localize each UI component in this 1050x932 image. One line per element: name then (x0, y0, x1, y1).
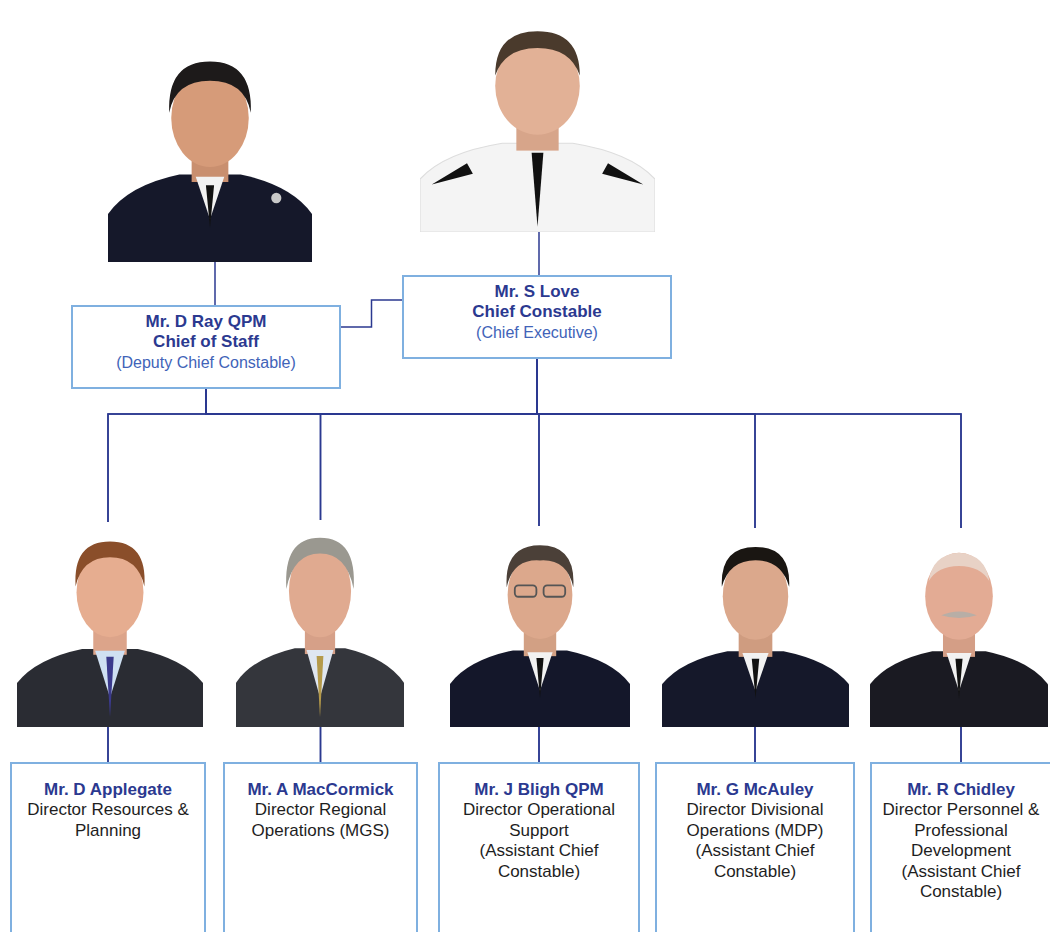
role-text: (Assistant Chief Constable) (880, 862, 1042, 903)
photo-leader (538, 230, 540, 276)
executive-box: Mr. S LoveChief Constable(Chief Executiv… (402, 275, 672, 359)
person-name: Mr. A MacCormick (231, 780, 410, 800)
person-name: Mr. S Love (410, 282, 664, 302)
portrait-photo (17, 522, 203, 727)
director-box: Mr. J Bligh QPMDirector Operational Supp… (438, 762, 640, 932)
executive-box: Mr. D Ray QPMChief of Staff(Deputy Chief… (71, 305, 341, 389)
portrait-photo (870, 528, 1048, 727)
role-text: Director Resources & Planning (18, 800, 198, 841)
person-name: Mr. D Applegate (18, 780, 198, 800)
portrait-photo (662, 528, 849, 727)
photo-leader (214, 260, 216, 306)
role-text: Chief of Staff (79, 332, 333, 352)
portrait-photo (450, 526, 630, 727)
director-box: Mr. A MacCormickDirector Regional Operat… (223, 762, 418, 932)
role-text: Chief Constable (410, 302, 664, 322)
person-name: Mr. D Ray QPM (79, 312, 333, 332)
role-text: Director Operational Support (446, 800, 632, 841)
role-text: Director Divisional Operations (MDP) (663, 800, 847, 841)
reporting-line (206, 389, 961, 762)
person-name: Mr. R Chidley (880, 780, 1042, 800)
role-text: (Assistant Chief Constable) (446, 841, 632, 882)
portrait-photo (236, 520, 404, 727)
role-text: Director Personnel & Professional Develo… (880, 800, 1042, 861)
portrait-photo (108, 38, 312, 262)
reporting-line (341, 300, 402, 327)
person-name: Mr. J Bligh QPM (446, 780, 632, 800)
director-box: Mr. D ApplegateDirector Resources & Plan… (10, 762, 206, 932)
portrait-photo (420, 10, 655, 232)
role-text: (Deputy Chief Constable) (79, 353, 333, 372)
role-text: (Assistant Chief Constable) (663, 841, 847, 882)
role-text: Director Regional Operations (MGS) (231, 800, 410, 841)
director-box: Mr. R ChidleyDirector Personnel & Profes… (870, 762, 1050, 932)
director-box: Mr. G McAuleyDirector Divisional Operati… (655, 762, 855, 932)
role-text: (Chief Executive) (410, 323, 664, 342)
person-name: Mr. G McAuley (663, 780, 847, 800)
